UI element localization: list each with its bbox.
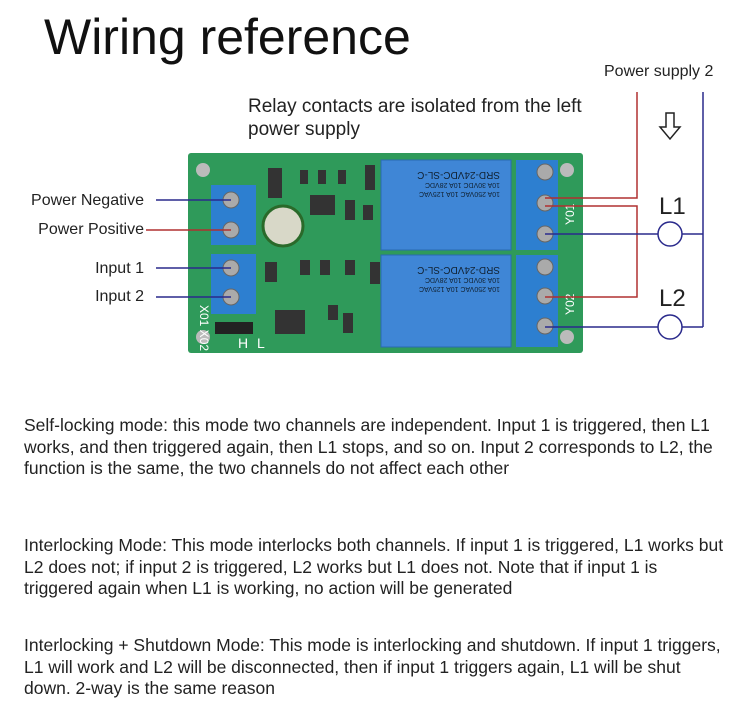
relay-isolation-note: Relay contacts are isolated from the lef… bbox=[248, 96, 582, 140]
relay-2-model: SRD-24VDC-SL-C bbox=[417, 264, 500, 275]
relay-2-rating-ac: 10A 250VAC 10A 125VAC bbox=[419, 285, 500, 292]
capacitor bbox=[261, 204, 305, 248]
mode-jumper bbox=[215, 322, 253, 334]
jumper-l-label: L bbox=[257, 335, 265, 351]
interlocking-shutdown-mode-text: Interlocking + Shutdown Mode: This mode … bbox=[24, 635, 721, 698]
relay-1-rating-ac: 10A 250VAC 10A 125VAC bbox=[419, 190, 500, 197]
down-arrow-icon bbox=[658, 112, 682, 141]
relay-1 bbox=[380, 159, 512, 251]
interlocking-mode-text: Interlocking Mode: This mode interlocks … bbox=[24, 535, 724, 598]
l2-label: L2 bbox=[659, 285, 686, 312]
relay-1-rating-dc: 10A 30VDC 10A 28VDC bbox=[425, 181, 500, 188]
relay-1-model: SRD-24VDC-SL-C bbox=[417, 169, 500, 180]
page-title: Wiring reference bbox=[44, 9, 411, 65]
x-inputs-label: X01 X02 bbox=[197, 305, 211, 351]
input-2-label: Input 2 bbox=[95, 288, 144, 305]
power-positive-label: Power Positive bbox=[38, 221, 144, 238]
jumper-h-label: H bbox=[238, 335, 248, 351]
l1-label: L1 bbox=[659, 193, 686, 220]
self-locking-mode-text: Self-locking mode: this mode two channel… bbox=[24, 415, 713, 478]
supply-bridge-wire bbox=[545, 205, 638, 298]
y01-label: Y01 bbox=[563, 203, 577, 225]
power-negative-label: Power Negative bbox=[31, 192, 144, 209]
power-supply-2-label: Power supply 2 bbox=[604, 63, 714, 80]
load-l2-icon bbox=[657, 314, 683, 340]
supply-positive-wire bbox=[545, 92, 638, 199]
input-1-label: Input 1 bbox=[95, 260, 144, 277]
relay-2-rating-dc: 10A 30VDC 10A 28VDC bbox=[425, 276, 500, 283]
y02-label: Y02 bbox=[563, 293, 577, 315]
relay-2 bbox=[380, 254, 512, 348]
relay-module-board bbox=[188, 153, 583, 353]
load-l1-icon bbox=[657, 221, 683, 247]
